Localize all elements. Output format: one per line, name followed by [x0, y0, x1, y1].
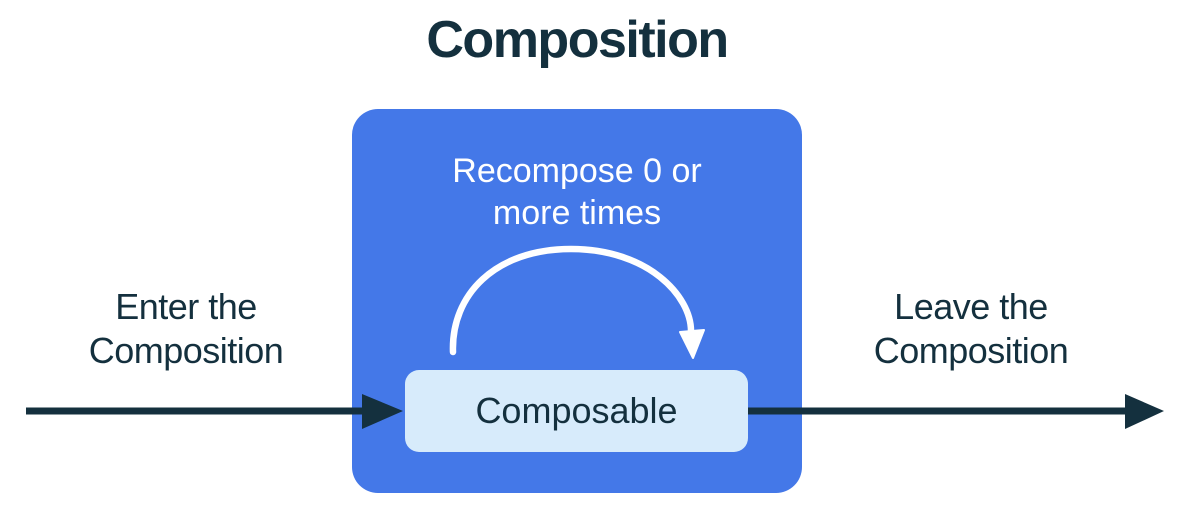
- leave-arrow-head: [1125, 394, 1164, 429]
- composable-box: Composable: [405, 370, 748, 452]
- leave-arrow: [748, 394, 1164, 429]
- leave-label: Leave the Composition: [873, 286, 1069, 371]
- recompose-label: Recompose 0 or more times: [452, 152, 702, 232]
- enter-label: Enter the Composition: [88, 286, 284, 371]
- diagram-title: Composition: [426, 11, 729, 69]
- composable-label: Composable: [475, 390, 678, 431]
- enter-arrow: [26, 394, 403, 429]
